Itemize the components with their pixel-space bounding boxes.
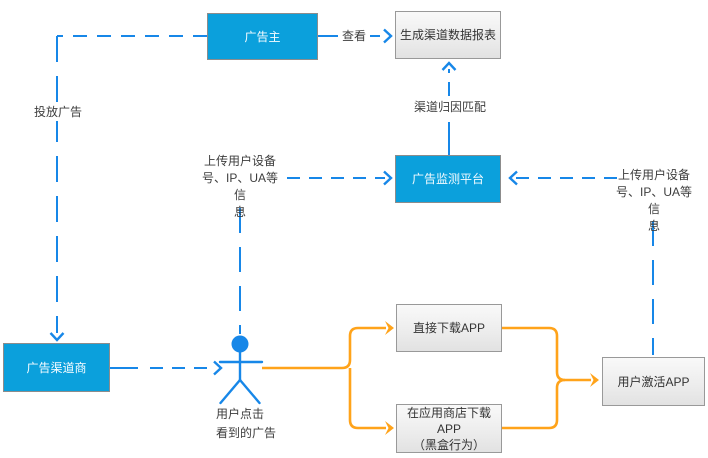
upload-right-line3: 息 [647, 219, 660, 233]
upload-left-line1: 上传用户设备 [203, 154, 276, 168]
label-place-ads: 投放广告 [30, 104, 86, 121]
store-download-line2: （黑盒行为） [412, 437, 485, 452]
node-generate-report: 生成渠道数据报表 [395, 11, 501, 59]
label-attribution-match: 渠道归因匹配 [410, 99, 490, 116]
store-download-line1: 在应用商店下载APP [406, 405, 491, 436]
upload-left-line3: 息 [233, 205, 246, 219]
upload-right-line1: 上传用户设备 [617, 168, 690, 182]
node-direct-download-app: 直接下载APP [396, 304, 502, 352]
node-ad-channel-provider: 广告渠道商 [3, 343, 110, 392]
node-ad-monitor-platform: 广告监测平台 [395, 155, 501, 203]
node-user-activate-app: 用户激活APP [602, 357, 705, 406]
label-user-click-ad: 用户点击 看到的广告 [214, 404, 298, 444]
label-upload-info-right: 上传用户设备 号、IP、UA等信 息 [611, 167, 697, 235]
upload-right-line2: 号、IP、UA等信 [615, 185, 692, 216]
label-view: 查看 [338, 28, 370, 45]
node-store-download-app: 在应用商店下载APP （黑盒行为） [396, 404, 502, 453]
upload-left-line2: 号、IP、UA等信 [201, 171, 278, 202]
user-click-line1: 用户点击 [216, 407, 265, 421]
user-click-line2: 看到的广告 [216, 426, 277, 440]
label-upload-info-left: 上传用户设备 号、IP、UA等信 息 [197, 153, 283, 221]
node-advertiser: 广告主 [207, 13, 318, 60]
